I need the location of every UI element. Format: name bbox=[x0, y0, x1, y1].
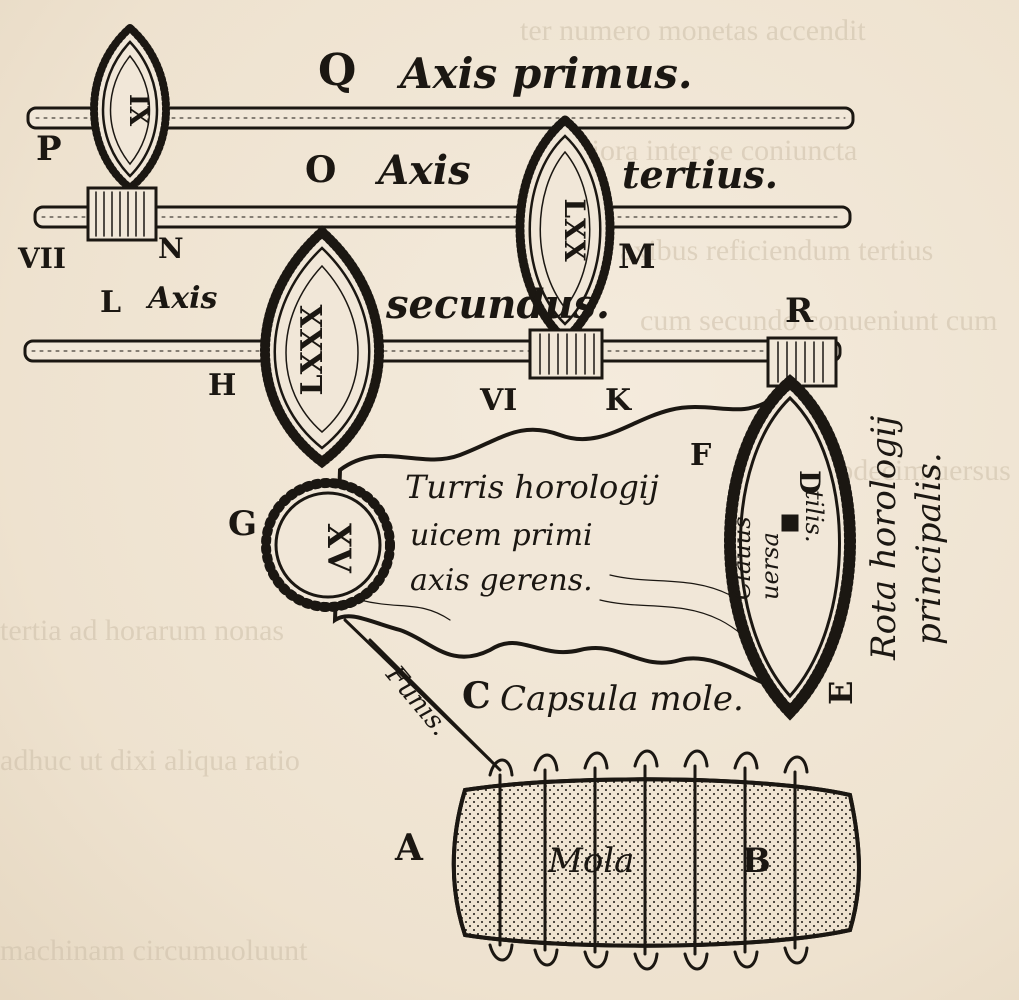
axis-secundus-shaft bbox=[23, 339, 842, 363]
wheel-lxxx bbox=[260, 225, 384, 469]
axis-tertius-shaft bbox=[33, 205, 852, 229]
label-q: Q bbox=[318, 45, 356, 96]
mola-barrel bbox=[451, 749, 861, 971]
label-axis-primus: Axis primus. bbox=[396, 49, 693, 98]
wheel-xv-numeral: XV bbox=[320, 523, 358, 574]
wheel-xv bbox=[261, 478, 395, 612]
pinion-r bbox=[766, 336, 838, 388]
label-r: R bbox=[785, 291, 814, 331]
label-p: P bbox=[36, 129, 62, 169]
label-clauus-3: tilis. bbox=[800, 490, 828, 543]
bleed-line: adhuc ut dixi aliqua ratio bbox=[0, 744, 300, 777]
label-axis-secundus-1: Axis bbox=[145, 281, 218, 316]
bleed-line: axibus reficiendum tertius bbox=[620, 234, 933, 267]
label-a: A bbox=[394, 827, 424, 869]
label-funis: Funis. bbox=[379, 659, 455, 741]
funis-rope bbox=[343, 618, 502, 772]
turris-horologii-drum bbox=[332, 396, 793, 693]
pinion-vii bbox=[86, 186, 158, 242]
label-axis-secundus-2: secundus. bbox=[385, 281, 610, 328]
label-axis-tertius-2: tertius. bbox=[622, 152, 778, 197]
label-clauus-2: uersa bbox=[756, 532, 784, 600]
axis-primus-shaft bbox=[26, 106, 855, 130]
label-m: M bbox=[618, 237, 656, 277]
label-c: C bbox=[462, 675, 491, 717]
wheel-ix-numeral: IX bbox=[123, 94, 153, 127]
label-turris-2: uicem primi bbox=[410, 518, 593, 553]
bleed-line: ter numero monetas accendit bbox=[520, 14, 866, 47]
label-d: D bbox=[793, 470, 826, 494]
bleed-line: cum secundo conueniunt cum bbox=[640, 304, 997, 337]
label-b: B bbox=[742, 841, 771, 881]
bleed-line: teriora inter se coniuncta bbox=[560, 134, 857, 167]
bleed-line: tertia ad horarum nonas bbox=[0, 614, 284, 647]
label-f: F bbox=[690, 438, 711, 473]
label-axis-tertius-1: Axis bbox=[374, 147, 471, 194]
wheel-lxx-numeral: LXX bbox=[558, 198, 591, 261]
rota-principalis bbox=[724, 374, 856, 721]
label-g: G bbox=[228, 504, 257, 544]
label-vi: VI bbox=[479, 383, 517, 418]
label-turris-1: Turris horologij bbox=[405, 468, 659, 506]
label-capsula: Capsula mole. bbox=[500, 679, 744, 719]
label-l: L bbox=[100, 285, 121, 320]
label-k: K bbox=[605, 383, 632, 418]
bleed-line: machinam circumuoluunt bbox=[0, 934, 308, 967]
pinion-vi bbox=[528, 328, 604, 380]
label-o: O bbox=[305, 149, 336, 191]
label-n: N bbox=[158, 232, 184, 265]
label-e: E bbox=[822, 681, 860, 705]
label-h: H bbox=[208, 368, 236, 403]
label-mola: Mola bbox=[547, 841, 634, 881]
label-rota-2: principalis. bbox=[909, 452, 949, 645]
wheel-lxxx-numeral: LXXX bbox=[295, 304, 330, 396]
label-vii: VII bbox=[17, 242, 66, 275]
wheel-ix bbox=[90, 22, 170, 194]
label-rota-1: Rota horologij bbox=[864, 415, 904, 661]
label-clauus-1: Clauus bbox=[728, 516, 756, 600]
wheel-lxx bbox=[515, 114, 615, 347]
label-turris-3: axis gerens. bbox=[410, 563, 593, 598]
